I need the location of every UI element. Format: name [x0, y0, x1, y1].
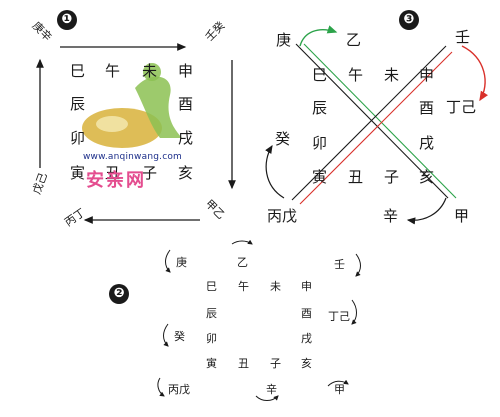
label-gui: 癸: [174, 330, 185, 343]
branch-yin: 寅: [206, 357, 217, 370]
branch-yin: 寅: [70, 164, 86, 182]
label-geng: 庚: [276, 31, 292, 49]
label-xin: 辛: [266, 383, 277, 396]
arrow-ren-to-dingji: [461, 45, 489, 102]
watermark-url: www.anqinwang.com: [83, 152, 183, 162]
diagonal-geng-jia: [295, 43, 449, 199]
label-xin: 辛: [383, 207, 399, 225]
branch-si: 巳: [206, 280, 217, 293]
label-yi: 乙: [346, 31, 362, 49]
branch-yin: 寅: [312, 168, 328, 186]
arrow-geng-to-yi: [299, 25, 338, 47]
label-ren: 壬: [455, 28, 471, 46]
branch-xu: 戌: [301, 332, 312, 345]
branch-you: 酉: [178, 95, 194, 113]
arrow-gui: [163, 323, 169, 347]
label-geng: 庚: [176, 256, 187, 269]
branch-wu: 午: [348, 66, 364, 84]
branch-shen: 申: [178, 62, 194, 80]
branch-wei: 未: [384, 66, 400, 84]
branch-hai: 亥: [419, 168, 435, 186]
branch-mao: 卯: [206, 332, 217, 345]
branch-you: 酉: [301, 307, 312, 320]
branch-zi: 子: [142, 164, 158, 182]
branch-shen: 申: [419, 66, 435, 84]
branch-zi: 子: [384, 168, 400, 186]
label-gui: 癸: [275, 130, 291, 148]
arrow-jia: [327, 379, 349, 387]
diagram-2-number: ❷: [109, 284, 129, 304]
branch-chen: 辰: [70, 95, 86, 113]
watermark-figure: [135, 76, 182, 138]
arrow-yi: [231, 239, 253, 245]
arrow-geng: [165, 249, 171, 273]
label-jia: 甲: [334, 383, 345, 396]
branch-zi: 子: [270, 357, 281, 370]
watermark-logo: 安亲网: [86, 170, 146, 191]
diagonal-ren-bingwu: [291, 45, 447, 201]
label-yi: 乙: [237, 256, 248, 269]
branch-mao: 卯: [70, 129, 86, 147]
branch-wu: 午: [238, 280, 249, 293]
branch-si: 巳: [312, 66, 328, 84]
branch-hai: 亥: [301, 357, 312, 370]
arrow-dingji: [351, 299, 357, 325]
arrow-xin: [255, 395, 279, 401]
branch-wei: 未: [142, 62, 158, 80]
label-bingwu: 丙戊: [168, 383, 190, 396]
arrow-bingwu-to-gui: [265, 144, 285, 199]
branch-chou: 丑: [238, 357, 249, 370]
branch-chen: 辰: [312, 99, 328, 117]
branch-wu: 午: [105, 62, 121, 80]
label-jia: 甲: [454, 207, 470, 225]
branch-chen: 辰: [206, 307, 217, 320]
branch-wei: 未: [270, 280, 281, 293]
label-dingji: 丁己: [446, 98, 477, 116]
label-ren: 壬: [334, 258, 345, 271]
label-dingji: 丁己: [328, 310, 350, 323]
branch-shen: 申: [301, 280, 312, 293]
branch-chou: 丑: [105, 164, 121, 182]
branch-mao: 卯: [312, 134, 328, 152]
diagram-1-number: ❶: [57, 10, 77, 30]
arrow-bingwu: [157, 377, 165, 397]
branch-xu: 戌: [419, 134, 435, 152]
branch-chou: 丑: [348, 168, 364, 186]
arrow-jia-to-xin: [406, 197, 447, 225]
label-bingwu: 丙戊: [267, 207, 298, 225]
branch-you: 酉: [419, 99, 435, 117]
diagram-3-number: ❸: [399, 10, 419, 30]
branch-hai: 亥: [178, 164, 194, 182]
branch-xu: 戌: [178, 129, 194, 147]
arrow-ren: [355, 253, 361, 277]
branch-si: 巳: [70, 62, 86, 80]
